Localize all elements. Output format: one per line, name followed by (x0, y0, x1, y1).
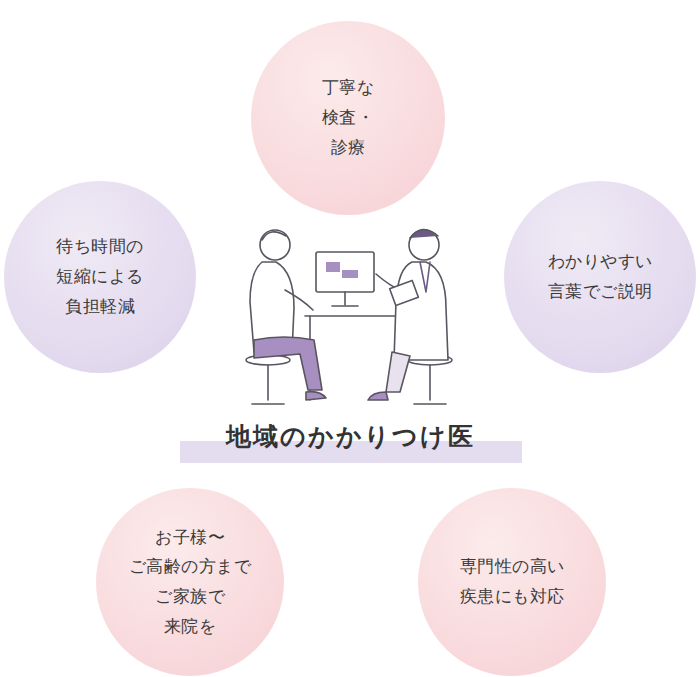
feature-text: わかりやすい 言葉でご説明 (548, 247, 653, 307)
feature-text: 専門性の高い 疾患にも対応 (460, 552, 565, 612)
diagram-title: 地域のかかりつけ医 (212, 420, 489, 453)
feature-text: 待ち時間の 短縮による 負担軽減 (56, 232, 144, 321)
feature-circle: お子様〜 ご高齢の方まで ご家族で 来院を (96, 488, 284, 676)
feature-circle: 丁寧な 検査・診療 (251, 21, 445, 215)
title-wrap: 地域のかかりつけ医 (0, 420, 700, 453)
feature-circle: 待ち時間の 短縮による 負担軽減 (4, 181, 196, 373)
feature-text: お子様〜 ご高齢の方まで ご家族で 来院を (129, 523, 252, 642)
feature-text: 丁寧な 検査・診療 (322, 73, 375, 162)
feature-circle: わかりやすい 言葉でご説明 (504, 181, 696, 373)
feature-circle: 専門性の高い 疾患にも対応 (418, 488, 606, 676)
